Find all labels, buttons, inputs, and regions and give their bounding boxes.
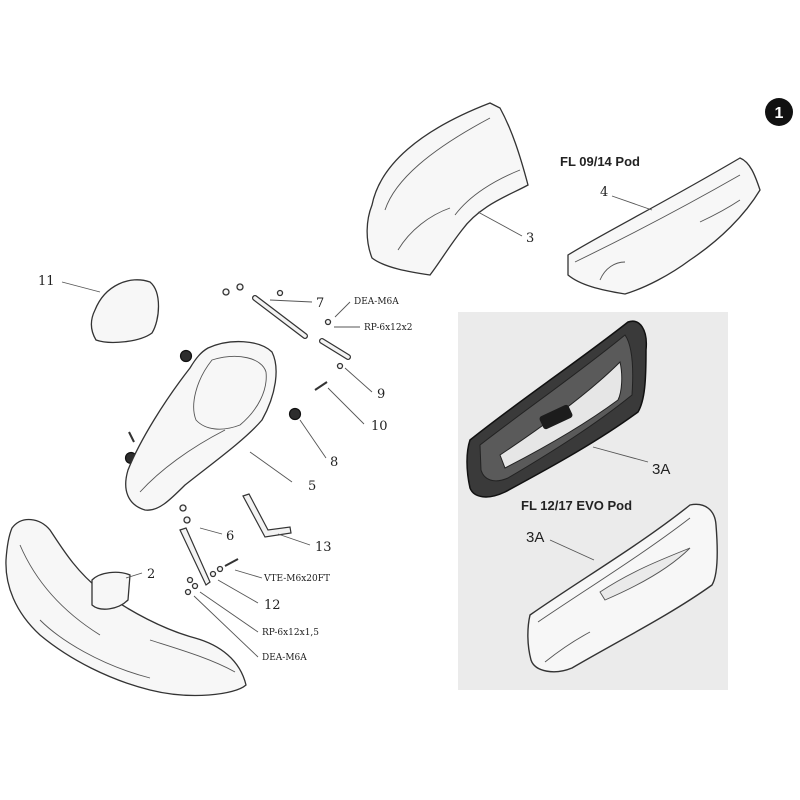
leader-3a-top [592, 446, 649, 463]
callout-3: 3 [526, 231, 534, 246]
leader-4 [611, 195, 653, 211]
callout-5: 5 [308, 479, 316, 494]
leader-7 [269, 299, 313, 303]
leader-10 [327, 387, 365, 425]
callout-6: 6 [226, 529, 234, 544]
leader-rp-bottom [199, 591, 259, 633]
part-2-front-spoiler [5, 518, 247, 697]
heading-fl-1217: FL 12/17 EVO Pod [521, 498, 632, 513]
leader-6 [199, 527, 223, 535]
leader-2 [125, 572, 143, 579]
callout-3a-bottom: 3A [526, 529, 544, 546]
hardware-dea-top: DEA-M6A [354, 297, 399, 307]
leader-5 [249, 451, 293, 483]
leader-8 [299, 419, 327, 459]
grommet-right [288, 407, 302, 421]
page-number-badge: 1 [765, 98, 793, 126]
leader-vte [234, 569, 263, 579]
callout-2: 2 [147, 567, 155, 582]
part-9-rod [319, 318, 351, 370]
callout-13: 13 [315, 540, 332, 555]
callout-12: 12 [264, 598, 281, 613]
callout-9: 9 [377, 387, 385, 402]
callout-8: 8 [330, 455, 338, 470]
grommet-left [179, 349, 193, 363]
part-10-screw [314, 381, 328, 391]
hardware-vte: VTE-M6x20FT [263, 574, 330, 584]
part-3a-evo-pod-top [466, 320, 648, 498]
callout-7: 7 [316, 296, 324, 311]
hardware-rp-top: RP-6x12x2 [364, 323, 412, 333]
leader-3 [477, 211, 523, 237]
part-7-rod [222, 283, 308, 339]
callout-4: 4 [600, 185, 608, 200]
page-number: 1 [775, 105, 784, 122]
part-3a-evo-pod-bottom [527, 503, 718, 673]
callout-11: 11 [38, 274, 55, 289]
leader-dea-top [334, 301, 351, 318]
heading-fl-0914: FL 09/14 Pod [560, 154, 640, 169]
callout-10: 10 [371, 419, 388, 434]
screw-lower [128, 431, 135, 443]
callout-3a-top: 3A [652, 461, 670, 478]
part-3-nose-cone [366, 102, 529, 276]
part-11-number-plate [90, 279, 160, 344]
leader-13 [277, 533, 311, 546]
part-6-bracket [179, 504, 239, 596]
leader-11 [61, 281, 101, 293]
hardware-dea-bottom: DEA-M6A [262, 653, 307, 663]
hardware-rp-bottom: RP-6x12x1,5 [262, 628, 319, 638]
part-13-bracket [242, 493, 292, 538]
leader-9 [344, 367, 373, 393]
leader-3a-bottom [549, 539, 595, 561]
leader-dea-bottom [193, 595, 259, 658]
part-4-pod-0914 [567, 157, 761, 295]
leader-12 [217, 579, 259, 604]
part-5-front-panel [125, 340, 277, 511]
